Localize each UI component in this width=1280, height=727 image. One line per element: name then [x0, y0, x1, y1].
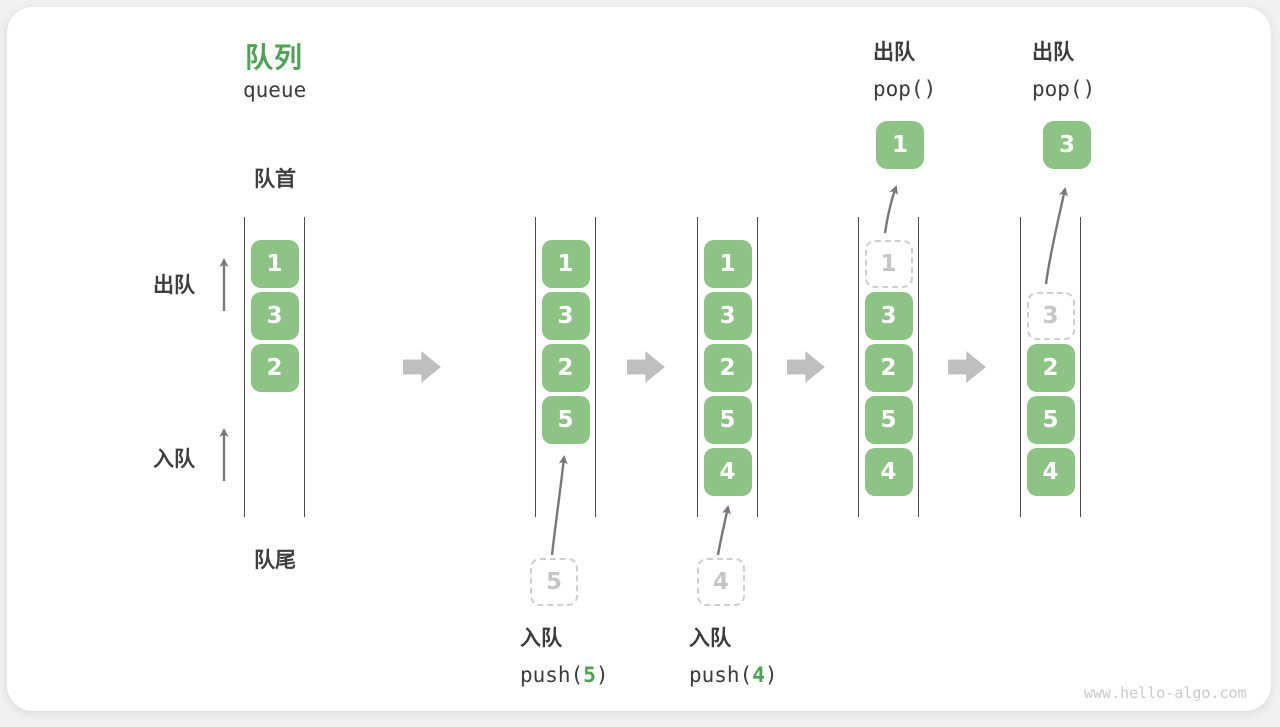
queue-cell: 4: [703, 448, 752, 496]
caption-code: push(5): [520, 663, 609, 687]
queue-cell-dashed: 1: [864, 240, 913, 288]
queue-cell: 1: [250, 240, 299, 288]
queue-cell: 2: [541, 344, 590, 392]
queue-cell: 3: [541, 292, 590, 340]
queue-cell: 4: [864, 448, 913, 496]
state-caption: 入队 push(4): [689, 620, 778, 694]
popped-cell: 1: [876, 121, 924, 169]
transition-arrow-icon: [403, 351, 441, 383]
popped-cell: 3: [1043, 121, 1091, 169]
header-dequeue-label: 出队: [873, 40, 915, 64]
queue-cell: 3: [250, 292, 299, 340]
queue-cell: 2: [703, 344, 752, 392]
queue-cell: 5: [1026, 396, 1075, 444]
label-dequeue: 出队: [153, 273, 195, 297]
queue-cell: 4: [1026, 448, 1075, 496]
queue-cell: 5: [541, 396, 590, 444]
label-queue-front: 队首: [254, 167, 296, 191]
watermark: www.hello-algo.com: [1084, 684, 1247, 702]
queue-channel: [697, 217, 758, 517]
pending-cell: 5: [530, 558, 578, 606]
queue-cell: 2: [864, 344, 913, 392]
transition-arrow-icon: [787, 351, 825, 383]
caption-code: push(4): [689, 663, 778, 687]
queue-channel: [1020, 217, 1081, 517]
label-queue-rear: 队尾: [254, 548, 296, 572]
queue-cell: 5: [703, 396, 752, 444]
caption-code-arg: 5: [583, 663, 596, 687]
header-code: pop(): [1032, 77, 1096, 101]
title-chinese: 队列: [245, 41, 304, 74]
state-caption: 入队 push(5): [520, 620, 609, 694]
header-dequeue-label: 出队: [1032, 40, 1074, 64]
pop-header: 出队 pop(): [1032, 34, 1095, 108]
header-code: pop(): [873, 77, 937, 101]
label-enqueue: 入队: [153, 447, 195, 471]
queue-channel: [535, 217, 596, 517]
caption-enqueue-label: 入队: [520, 626, 562, 650]
pop-header: 出队 pop(): [873, 34, 936, 108]
queue-cell: 1: [703, 240, 752, 288]
queue-cell: 3: [703, 292, 752, 340]
queue-cell: 2: [1026, 344, 1075, 392]
transition-arrow-icon: [948, 351, 986, 383]
transition-arrow-icon: [627, 351, 665, 383]
queue-cell-dashed: 3: [1026, 292, 1075, 340]
caption-enqueue-label: 入队: [689, 626, 731, 650]
queue-cell: 5: [864, 396, 913, 444]
queue-cell: 2: [250, 344, 299, 392]
queue-cell: 1: [541, 240, 590, 288]
queue-channel: [244, 217, 305, 517]
queue-channel: [858, 217, 919, 517]
pending-cell: 4: [697, 558, 745, 606]
caption-code-arg: 4: [752, 663, 765, 687]
title-english: queue: [243, 78, 307, 102]
queue-cell: 3: [864, 292, 913, 340]
